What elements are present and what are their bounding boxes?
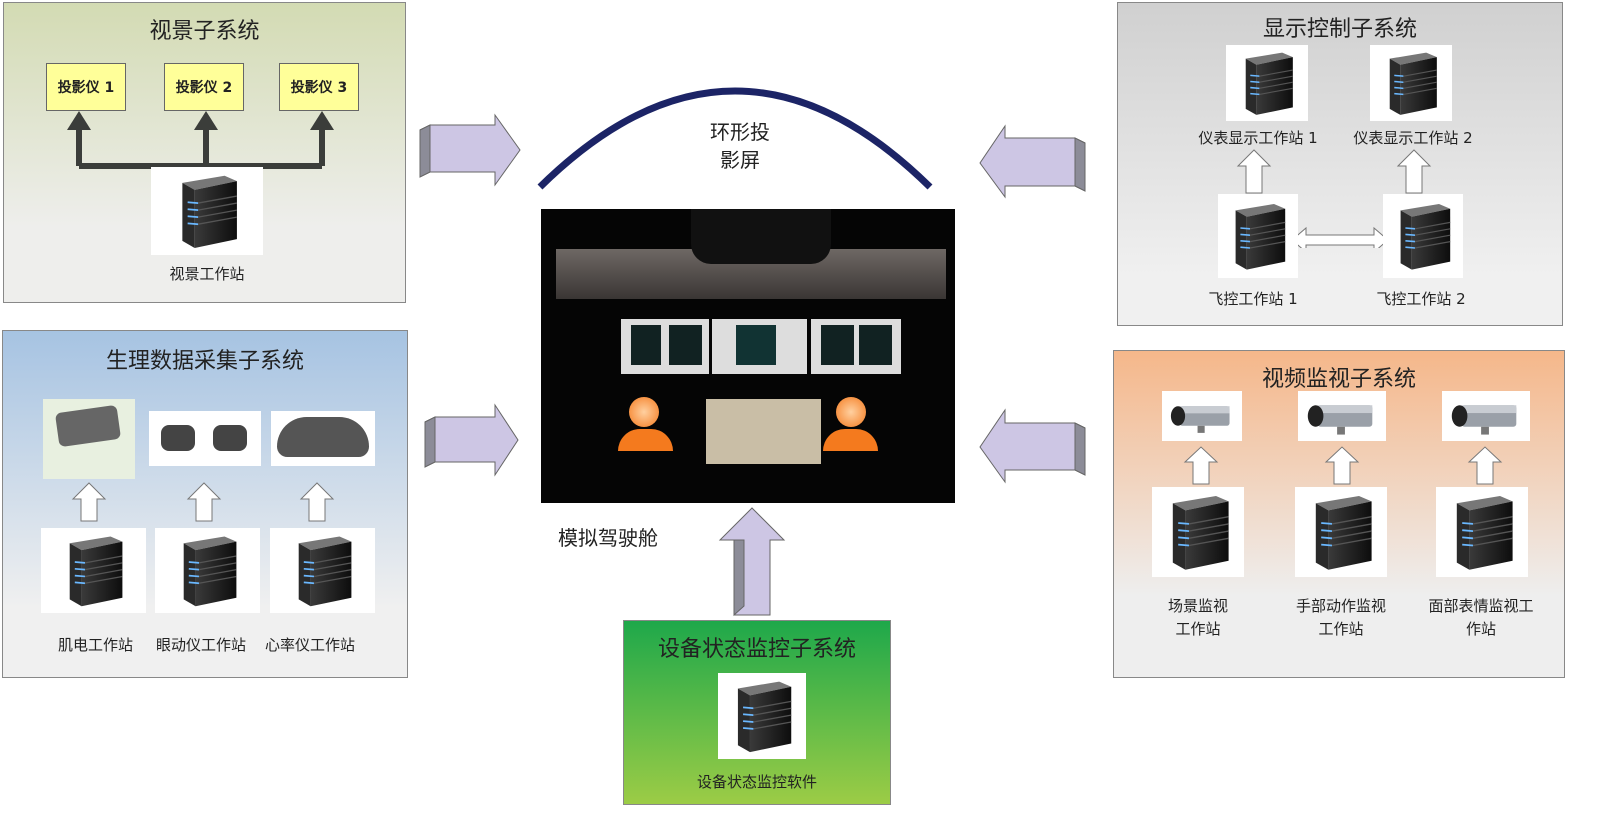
server-icon [155,528,260,613]
panel-title: 视频监视子系统 [1261,367,1416,392]
projector-2: 投影仪 2 [164,63,244,111]
arrow-device-to-cockpit [718,507,786,617]
cockpit-label: 模拟驾驶舱 [558,526,658,550]
panel-title: 生理数据采集子系统 [105,349,304,374]
device-monitor-subsystem-panel: 设备状态监控子系统 设备状态监控软件 [623,620,891,805]
connection-arrows [1236,149,1432,248]
arrow-visual-to-cockpit [419,113,521,187]
panel-title: 显示控制子系统 [1262,17,1417,42]
face-monitor-label: 面部表情监视工作站 [1428,597,1534,638]
video-monitor-subsystem-panel: 视频监视子系统 场景监视工作站 手部动作监视工作站 面部表情监视工作站 [1113,350,1565,678]
pilot-icon [629,397,659,427]
server-icon [270,528,375,613]
projector-1: 投影仪 1 [46,63,126,111]
panel-title: 设备状态监控子系统 [657,637,856,662]
physio-subsystem-panel: 生理数据采集子系统 肌电工作站 眼动仪工作站 心率仪工作站 [2,330,408,678]
eye-tracker-image [149,411,261,466]
arrow-video-to-cockpit [979,408,1086,484]
server-icon [1370,45,1452,121]
screen-arc [537,87,933,190]
emg-workstation-label: 肌电工作站 [58,636,134,654]
arrow-physio-to-cockpit [424,403,519,477]
display-control-subsystem-panel: 显示控制子系统 仪表显示工作站 1 仪表显示工作站 2 飞控工作站 1 飞控工作… [1117,2,1563,326]
flight-workstation-2-label: 飞控工作站 2 [1376,290,1466,308]
server-icon [1436,487,1528,577]
workstation-label: 视景工作站 [169,265,245,283]
heart-rate-workstation-label: 心率仪工作站 [265,636,356,654]
server-icon [1226,45,1308,121]
projector-3: 投影仪 3 [279,63,359,111]
instrument-workstation-2-label: 仪表显示工作站 2 [1353,129,1473,147]
connector-arrows [67,111,334,169]
camera-icon [1298,391,1386,441]
copilot-icon [836,397,866,427]
camera-icon [1442,391,1530,441]
cockpit-image [541,209,955,503]
instrument-workstation-1-label: 仪表显示工作站 1 [1198,129,1318,147]
server-icon [41,528,146,613]
heart-rate-device-image [271,411,375,466]
eye-tracker-workstation-label: 眼动仪工作站 [156,636,247,654]
arrow-display-to-cockpit [979,124,1086,199]
server-icon [1218,194,1298,278]
server-icon [1152,487,1244,577]
emg-device-image [43,399,135,479]
hand-monitor-label: 手部动作监视工作站 [1295,597,1386,638]
panel-title: 视景子系统 [149,19,260,44]
flight-workstation-1-label: 飞控工作站 1 [1208,290,1298,308]
visual-subsystem-panel: 视景子系统 投影仪 1 投影仪 2 投影仪 3 视景工作站 [3,2,406,303]
up-arrows [71,482,335,522]
server-icon [718,673,806,759]
scene-monitor-label: 场景监视工作站 [1167,597,1228,638]
up-arrows [1183,446,1503,485]
ring-screen-label: 环形投影屏 [710,120,770,172]
camera-icon [1162,391,1242,441]
server-icon [1383,194,1463,278]
server-icon [1295,487,1387,577]
device-software-label: 设备状态监控软件 [696,773,817,791]
server-icon [151,167,263,255]
